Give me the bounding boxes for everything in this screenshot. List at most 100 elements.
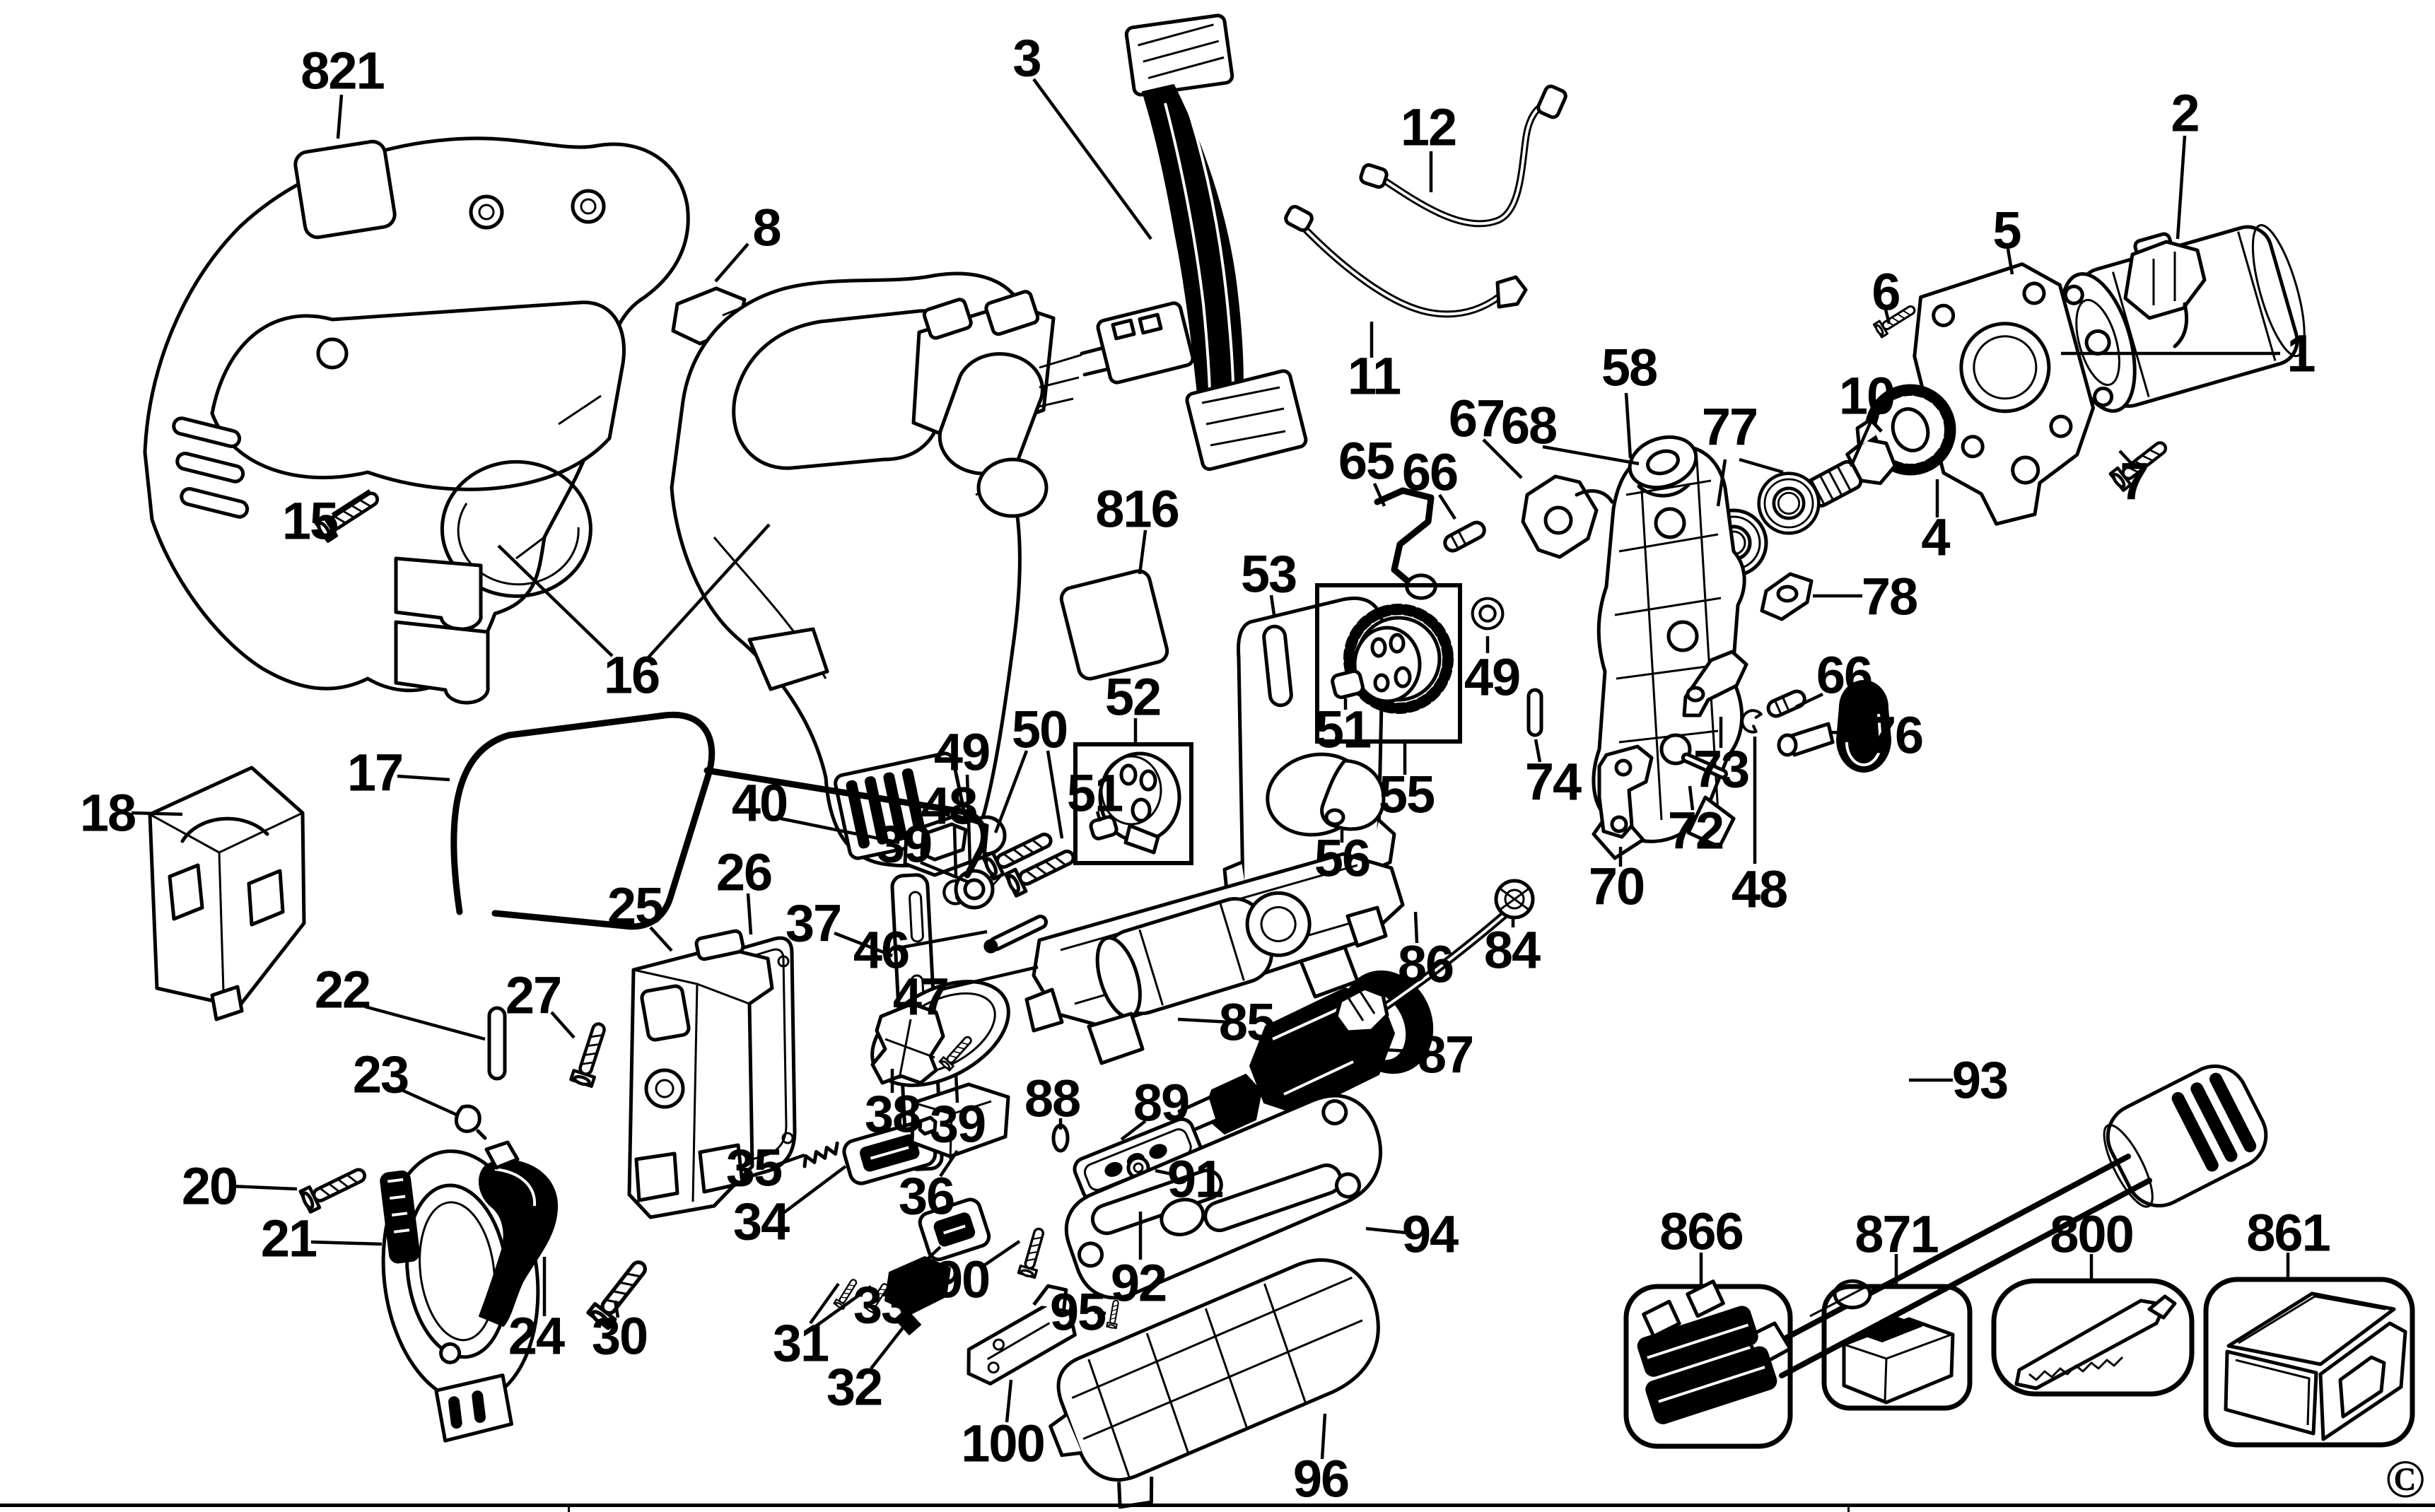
leader-line-30 [613,1300,620,1318]
part-label-73: 73 [1693,740,1748,799]
gear-housing-58-drawing [1592,445,1746,860]
leader-line-66 [1795,692,1823,709]
leader-line-58 [1624,392,1633,459]
part-label-2: 2 [2171,84,2198,143]
accessory-800-blade [1991,1278,2195,1397]
part-label-10: 10 [1839,367,1894,426]
part-label-30: 30 [592,1307,647,1366]
accessory-871-charger [1821,1284,1973,1411]
leader-line-21 [310,1240,383,1246]
part-label-76: 76 [1867,706,1922,765]
dust-tube-93-drawing [1744,1064,2268,1378]
leader-line-74 [1534,739,1542,763]
part-label-51: 51 [1315,701,1371,759]
part-label-65: 65 [1338,432,1394,491]
leader-line-50 [1046,750,1064,839]
part-label-11: 11 [1348,347,1401,406]
part-label-48: 48 [1732,860,1787,919]
leader-line-15 [331,489,371,516]
leader-line-2 [2176,135,2187,240]
leader-line-816 [1138,529,1148,575]
leader-line-53 [1269,594,1276,616]
part-label-86: 86 [1398,935,1453,994]
part-label-56: 56 [1314,829,1370,888]
crank-56-drawing [1320,758,1386,831]
part-label-87: 87 [1418,1026,1473,1084]
part-label-66: 66 [1402,443,1457,502]
part-label-33: 33 [853,1276,909,1335]
part-label-92: 92 [1111,1254,1166,1313]
leader-lines [131,78,2290,1460]
leader-line-32 [870,1322,908,1370]
part-label-78: 78 [1862,568,1917,626]
part-label-16: 16 [604,646,659,705]
leader-line-25 [649,926,673,952]
part-label-6: 6 [1871,263,1899,322]
leader-line-10 [1849,418,1874,467]
clevis-73-drawing [1682,650,1748,717]
leader-line-31 [814,1285,872,1328]
part-label-77: 77 [1702,398,1757,457]
leader-line-68 [1542,445,1640,466]
pin-66b-drawing [1766,689,1806,718]
part-label-22: 22 [315,961,370,1019]
leader-line-95 [1094,1310,1106,1315]
part-label-27: 27 [506,966,561,1025]
inset-box-55 [1315,583,1462,744]
leader-line-31 [809,1282,840,1325]
part-label-48: 48 [921,777,976,836]
knob-76-drawing [1777,680,1891,773]
screw-27-drawing [571,1021,610,1086]
leader-line-96 [1320,1413,1327,1460]
wire-12-drawing [1359,84,1567,228]
part-label-4: 4 [1921,508,1950,567]
leader-line-87 [1371,1047,1422,1054]
wire-harness-3-drawing [1096,13,1308,471]
part-label-7: 7 [2120,452,2147,511]
part-label-58: 58 [1601,339,1657,397]
inset-box-52 [1073,742,1193,865]
part-label-70: 70 [1589,857,1644,916]
part-label-20: 20 [182,1157,237,1216]
leader-line-50 [993,750,1029,833]
part-label-39: 39 [876,815,931,874]
part-label-31: 31 [773,1314,829,1373]
leader-line-47 [940,965,1039,992]
leader-line-35 [776,1153,805,1167]
label-sticker-821-drawing [293,139,397,240]
part-label-800: 800 [2050,1205,2132,1264]
clamp-32-drawing [884,1256,951,1335]
leader-line-16 [497,544,614,657]
leader-line-89 [1120,1120,1147,1141]
part-label-12: 12 [1401,98,1456,157]
leader-line-18 [131,811,183,816]
lever-24-drawing [478,1140,559,1327]
leader-line-8 [714,242,749,283]
part-label-35: 35 [726,1139,782,1197]
part-label-90: 90 [934,1250,989,1309]
accessory-866-battery [1623,1279,1793,1449]
pin-46-drawing [983,914,1048,954]
copyright-symbol: © [2385,1450,2425,1509]
washer-49b-drawing [1469,595,1506,632]
insert-100-drawing [967,1284,1077,1386]
part-label-55: 55 [1379,766,1435,824]
lever-65-drawing [1374,487,1437,600]
leader-line-6 [1884,309,1891,324]
shoe-cover-96-drawing [1049,1258,1380,1509]
pin-74-drawing [1526,688,1543,737]
leader-line-20 [230,1184,298,1191]
brush-holder-2-drawing [2123,240,2207,348]
leader-line-33 [897,1246,942,1288]
part-label-100: 100 [961,1414,1044,1473]
leader-line-77 [1739,457,1784,474]
part-label-8: 8 [752,199,780,257]
leader-line-100 [1005,1379,1013,1423]
part-label-36: 36 [899,1167,954,1226]
leader-line-48 [952,826,958,877]
leader-line-36 [939,1149,959,1178]
leader-line-67 [1482,438,1523,479]
leader-line-3 [1032,78,1152,240]
part-label-67: 67 [1449,389,1504,448]
